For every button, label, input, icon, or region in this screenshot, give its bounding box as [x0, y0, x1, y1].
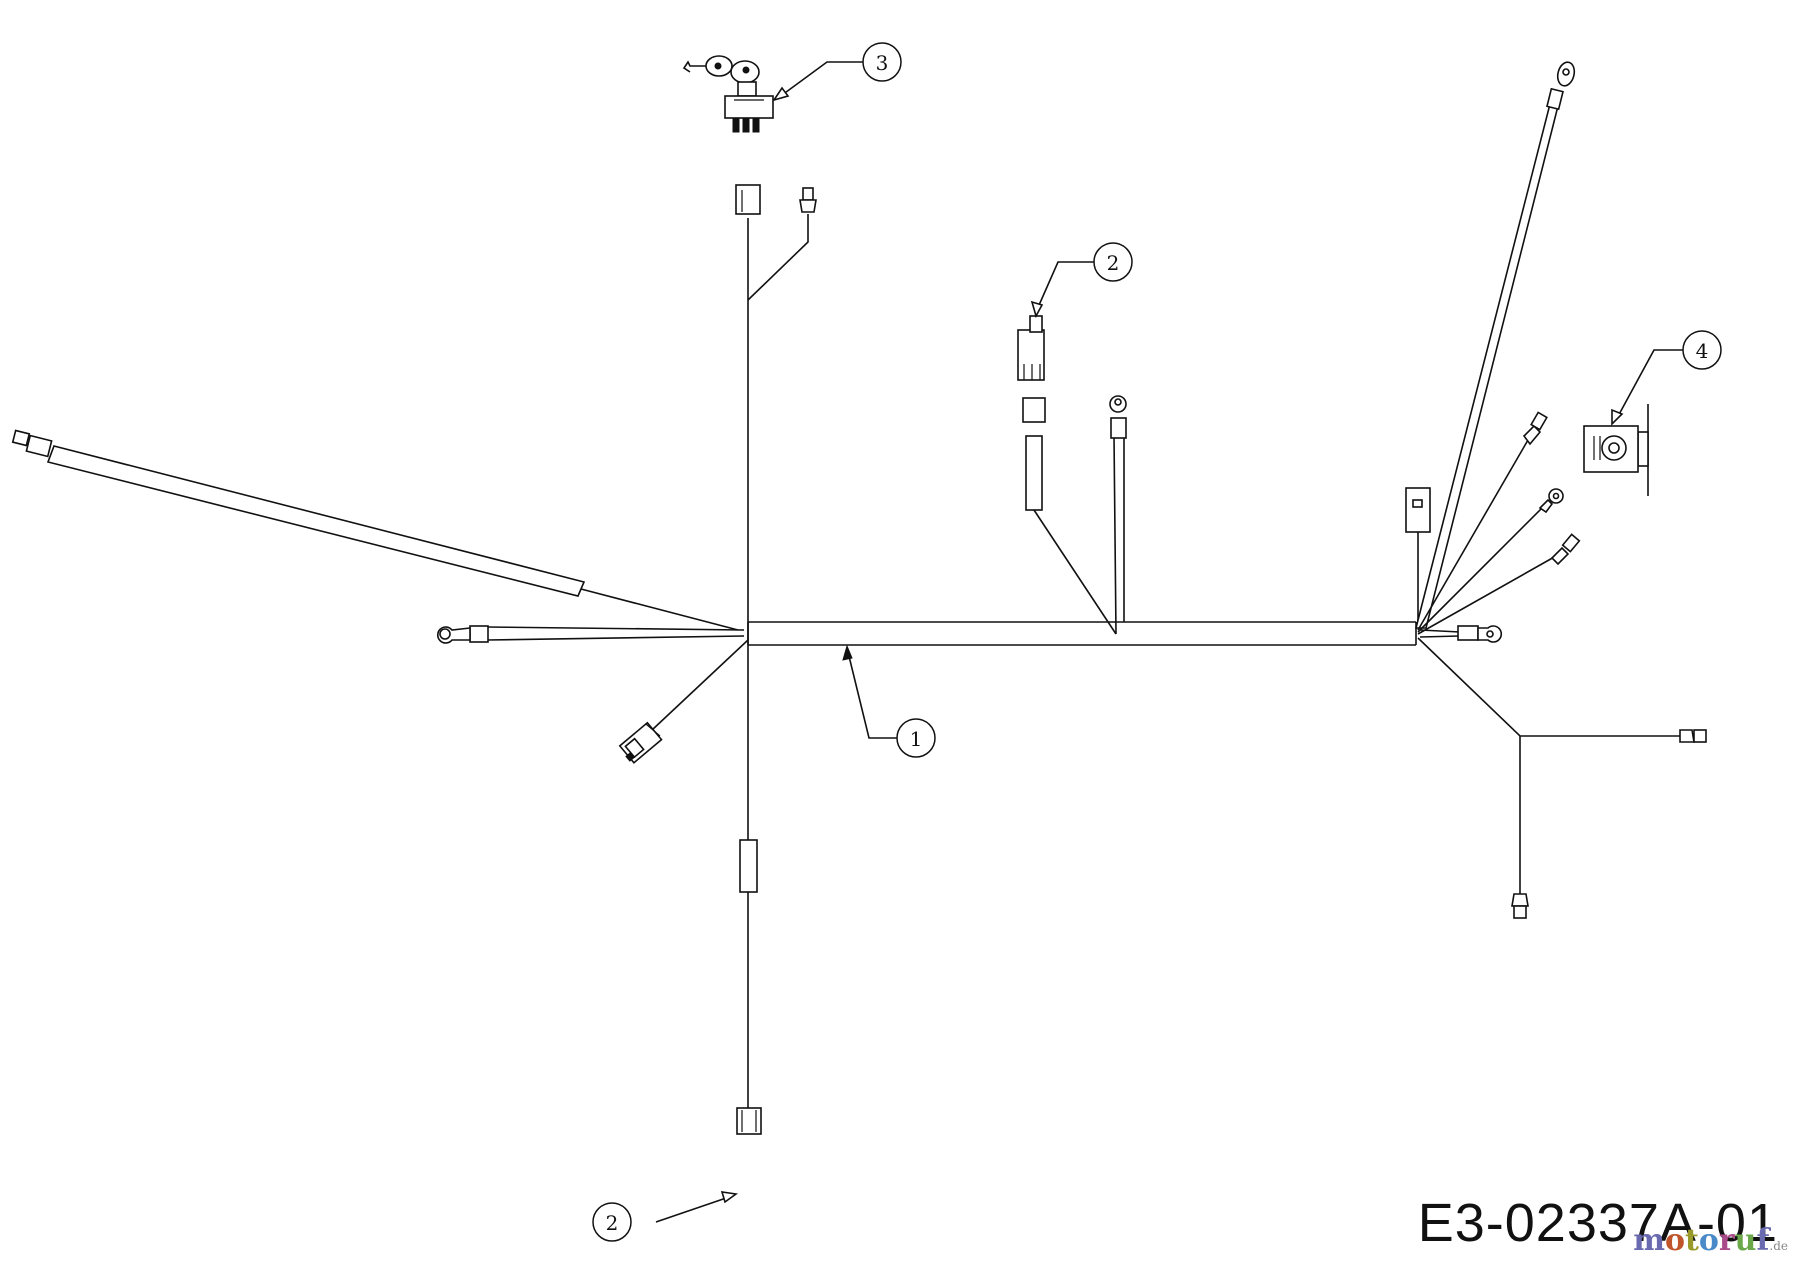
callout-4: 4 — [1682, 330, 1722, 370]
callout-2-upper: 2 — [1093, 242, 1133, 282]
callout-2-lower: 2 — [592, 1202, 632, 1242]
callout-3-label: 3 — [876, 51, 889, 75]
right-fan-branches — [1405, 61, 1707, 919]
left-ring-terminal-branch — [437, 625, 745, 644]
connector-top-left — [735, 184, 761, 215]
callout-3: 3 — [862, 42, 902, 82]
middle-connector-branch — [1017, 315, 1117, 635]
callout-2-lower-label: 2 — [606, 1211, 619, 1235]
long-left-branch — [11, 429, 739, 631]
callout-1-label: 1 — [910, 727, 923, 751]
switch-part-4 — [1583, 404, 1649, 496]
drawing-number: E3-02337A-01 — [1417, 1193, 1778, 1253]
watermark-logo: motoruf.de — [1633, 1223, 1788, 1258]
top-right-spade-branch — [747, 187, 817, 301]
callout-4-label: 4 — [1696, 339, 1709, 363]
main-harness-trunk — [747, 621, 1417, 646]
callout-2-upper-label: 2 — [1107, 251, 1120, 275]
middle-ring-terminal-branch — [1109, 395, 1127, 635]
left-lower-connector-branch — [618, 639, 749, 764]
callout-1: 1 — [896, 718, 936, 758]
callout-leaders — [655, 61, 1683, 1223]
vertical-harness-branch — [735, 184, 762, 1135]
middle-connector-sleeve — [1022, 397, 1046, 423]
ignition-switch — [682, 55, 774, 133]
connector-bottom — [736, 1107, 762, 1135]
